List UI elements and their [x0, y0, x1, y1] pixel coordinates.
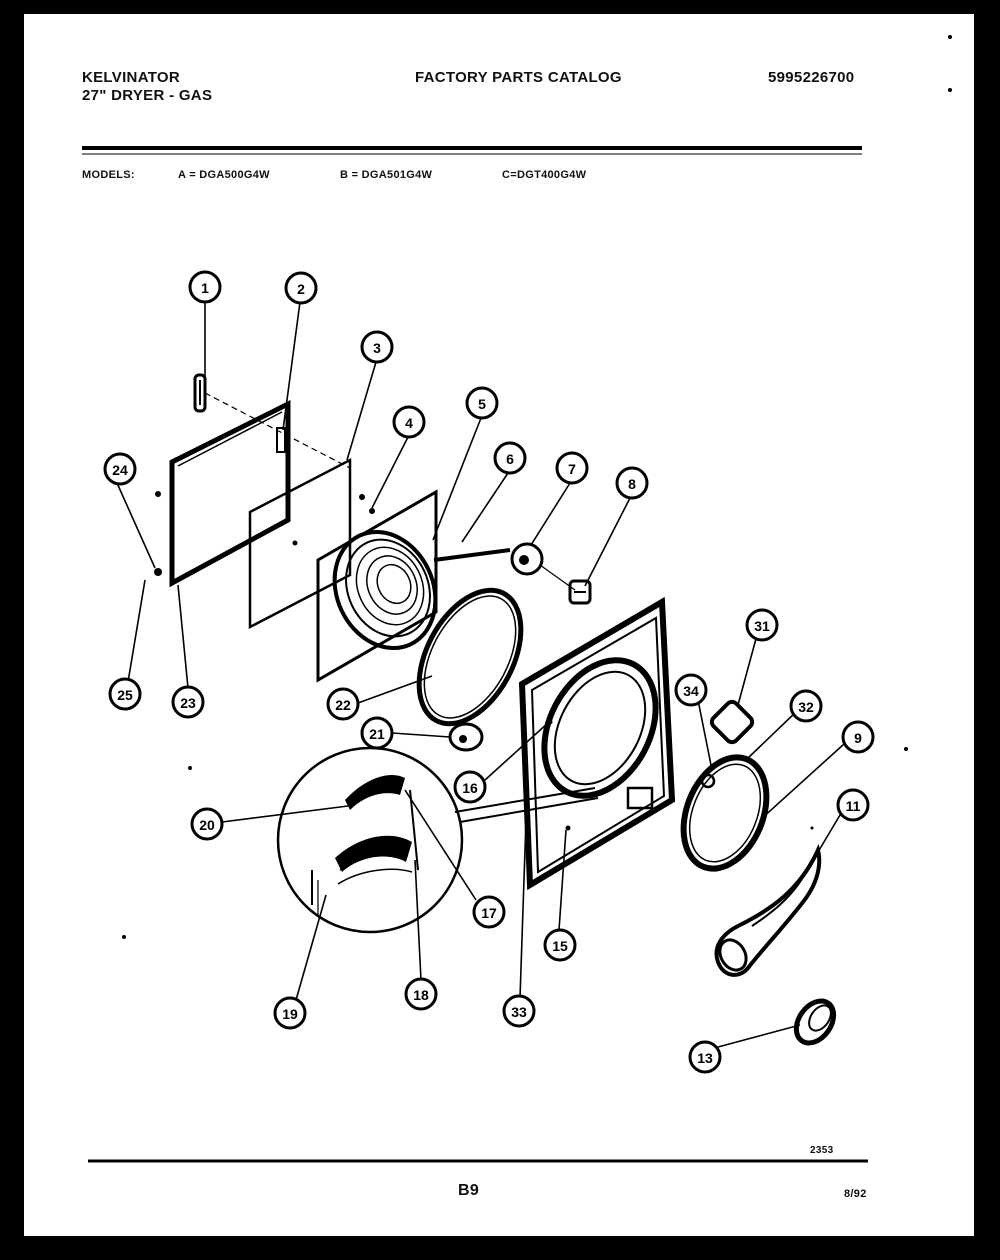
callout-25: 25 — [108, 677, 142, 711]
svg-text:20: 20 — [199, 817, 215, 833]
page-number: B9 — [458, 1182, 480, 1199]
revision-date: 8/92 — [844, 1188, 867, 1200]
models-label: MODELS: — [82, 169, 135, 181]
svg-text:24: 24 — [112, 462, 128, 478]
catalog-number: 5995226700 — [768, 69, 855, 86]
svg-text:5: 5 — [478, 396, 486, 412]
product-name: 27" DRYER - GAS — [82, 87, 213, 104]
drum-bushing-part — [793, 998, 837, 1046]
svg-text:15: 15 — [552, 938, 568, 954]
callout-15: 15 — [543, 928, 577, 962]
door-liner-part — [316, 489, 438, 683]
callout-8: 8 — [615, 466, 649, 500]
callout-17: 17 — [472, 895, 506, 929]
leader-lines — [116, 301, 845, 1048]
door-inner-panel — [248, 457, 352, 630]
callout-4: 4 — [392, 405, 426, 439]
model-c: C=DGT400G4W — [502, 169, 587, 181]
callout-21a: 21 — [360, 716, 394, 750]
svg-text:31: 31 — [754, 618, 770, 634]
hinge-screw-part — [154, 568, 162, 576]
svg-text:33: 33 — [511, 1004, 527, 1020]
callout-31: 31 — [745, 608, 779, 642]
svg-text:18: 18 — [413, 987, 429, 1003]
ring-clip-part — [700, 773, 716, 789]
svg-text:4: 4 — [405, 415, 413, 431]
front-panel-part — [518, 596, 676, 891]
screw-part — [359, 494, 365, 500]
svg-text:32: 32 — [798, 699, 814, 715]
callout-6: 6 — [493, 441, 527, 475]
svg-text:7: 7 — [568, 461, 576, 477]
callout-9: 9 — [841, 720, 875, 754]
catalog-title: FACTORY PARTS CATALOG — [415, 69, 622, 86]
drum-bearing-ring-part — [680, 754, 770, 872]
svg-text:11: 11 — [846, 798, 861, 814]
callout-18: 18 — [404, 977, 438, 1011]
callout-3: 3 — [360, 330, 394, 364]
svg-text:13: 13 — [697, 1050, 713, 1066]
svg-text:8: 8 — [628, 476, 636, 492]
brand-name: KELVINATOR — [82, 69, 181, 86]
svg-text:9: 9 — [854, 730, 862, 746]
svg-text:6: 6 — [506, 451, 514, 467]
callout-20: 20 — [190, 807, 224, 841]
door-handle-part — [193, 373, 207, 413]
model-a: A = DGA500G4W — [178, 169, 270, 181]
callout-24: 24 — [103, 452, 137, 486]
callout-22: 22 — [326, 687, 360, 721]
screw-part — [369, 508, 375, 514]
svg-text:23: 23 — [180, 695, 196, 711]
svg-text:25: 25 — [117, 687, 133, 703]
svg-text:19: 19 — [282, 1006, 298, 1022]
svg-text:1: 1 — [201, 280, 209, 296]
svg-text:16: 16 — [462, 780, 478, 796]
door-outer-panel — [169, 399, 291, 588]
callout-11: 11 — [836, 788, 870, 822]
callout-2: 2 — [284, 271, 318, 305]
callout-19: 19 — [273, 996, 307, 1030]
svg-text:34: 34 — [683, 683, 699, 699]
callout-34: 34 — [674, 673, 708, 707]
door-gasket-part — [416, 587, 524, 727]
svg-text:22: 22 — [335, 697, 351, 713]
felt-seal-part — [709, 699, 755, 745]
latch-strike-part — [568, 579, 592, 605]
callout-23: 23 — [171, 685, 205, 719]
detail-inset — [276, 746, 464, 934]
svg-text:21: 21 — [369, 726, 385, 742]
callout-33: 33 — [502, 994, 536, 1028]
svg-text:17: 17 — [481, 905, 497, 921]
svg-text:2: 2 — [297, 281, 305, 297]
callout-13: 13 — [688, 1040, 722, 1074]
door-stop-part — [448, 722, 484, 752]
callout-1: 1 — [188, 270, 222, 304]
callout-7: 7 — [555, 451, 589, 485]
callout-16: 16 — [453, 770, 487, 804]
callout-32: 32 — [789, 689, 823, 723]
svg-text:3: 3 — [373, 340, 381, 356]
model-b: B = DGA501G4W — [340, 169, 433, 181]
callout-5: 5 — [465, 386, 499, 420]
door-latch-part — [510, 542, 544, 576]
drawing-number: 2353 — [810, 1145, 834, 1156]
drum-bracket-part — [714, 843, 822, 977]
